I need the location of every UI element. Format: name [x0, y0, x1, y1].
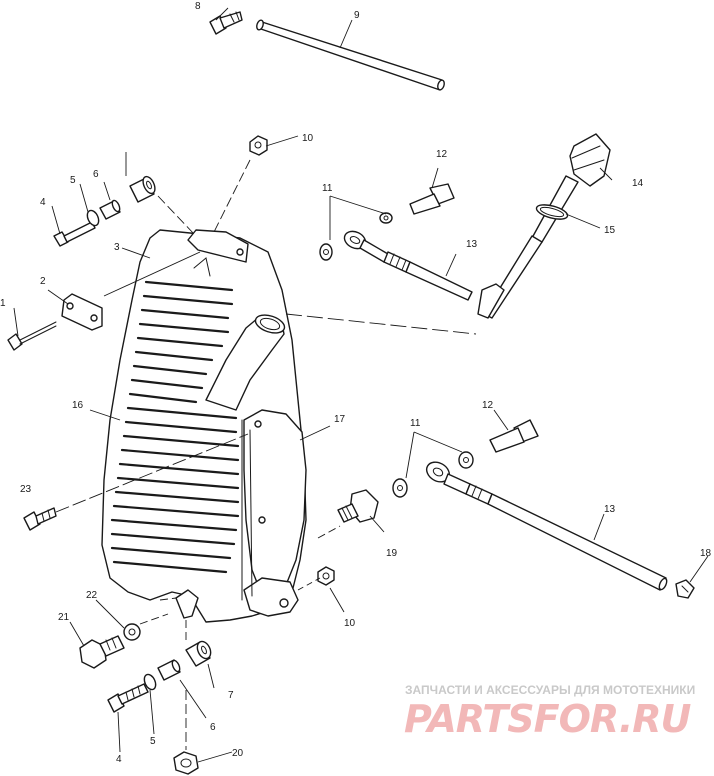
callout-10-lower: 10 — [344, 618, 356, 629]
callout-18: 18 — [700, 548, 712, 559]
callout-17: 17 — [334, 414, 346, 425]
grommet-7-lower — [185, 640, 212, 667]
grommet-7-upper — [129, 175, 156, 203]
bolt-12-upper — [409, 183, 455, 215]
banjo-hose-13-upper — [343, 230, 473, 301]
callout-13-upper: 13 — [466, 239, 478, 250]
callout-19: 19 — [386, 548, 398, 559]
nut-20 — [173, 751, 199, 775]
nut-10-upper — [249, 135, 268, 156]
bolt-4-upper — [53, 221, 96, 247]
callout-14: 14 — [632, 178, 644, 189]
bolt-12-lower — [489, 419, 539, 453]
callout-1: 1 — [0, 298, 6, 309]
callout-10-upper: 10 — [302, 133, 314, 144]
watermark-logo: PARTSFOR.RU — [404, 697, 692, 741]
callout-4-lower: 4 — [116, 754, 122, 765]
washers-11-lower — [392, 451, 474, 498]
callout-5-lower: 5 — [150, 736, 156, 747]
callout-9: 9 — [354, 10, 360, 21]
callout-22: 22 — [86, 590, 98, 601]
callout-11-lower: 11 — [410, 418, 421, 429]
dipstick-14 — [477, 133, 611, 319]
callout-13-lower: 13 — [604, 504, 616, 515]
screw-1 — [7, 321, 57, 351]
callout-23: 23 — [20, 484, 32, 495]
watermark-tagline: ЗАПЧАСТИ И АКСЕССУАРЫ ДЛЯ МОТОТЕХНИКИ — [405, 683, 695, 697]
bolt-21 — [79, 635, 125, 669]
callout-2: 2 — [40, 276, 46, 287]
clamp-18 — [675, 579, 695, 599]
callout-20: 20 — [232, 748, 244, 759]
callout-16: 16 — [72, 400, 84, 411]
nut-10-lower — [317, 566, 335, 586]
callout-6-upper: 6 — [93, 169, 99, 180]
bracket-2 — [61, 293, 103, 331]
spacer-6-lower — [157, 659, 181, 681]
callout-4-upper: 4 — [40, 197, 46, 208]
callout-6-lower: 6 — [210, 722, 216, 733]
spacer-6-upper — [99, 199, 121, 220]
callout-8: 8 — [195, 1, 201, 12]
washers-11-upper — [319, 212, 393, 261]
callout-3: 3 — [114, 242, 120, 253]
callout-15: 15 — [604, 225, 616, 236]
callout-5-upper: 5 — [70, 175, 76, 186]
fitting-8 — [209, 11, 243, 35]
fitting-19 — [337, 489, 379, 523]
leader-lines — [13, 7, 709, 763]
callout-21: 21 — [58, 612, 70, 623]
oil-tank — [101, 229, 307, 623]
callout-7-lower: 7 — [228, 690, 234, 701]
hose-9 — [256, 19, 445, 91]
o-ring-15 — [535, 204, 569, 220]
screw-23 — [23, 507, 57, 531]
washer-5-lower — [143, 673, 157, 691]
callout-12-upper: 12 — [436, 149, 448, 160]
bolt-4-lower — [107, 683, 149, 713]
callout-11-upper: 11 — [322, 183, 333, 194]
washer-5-upper — [86, 209, 100, 227]
callout-12-lower: 12 — [482, 400, 494, 411]
washer-22 — [123, 623, 141, 641]
banjo-hose-13-lower — [425, 461, 668, 591]
